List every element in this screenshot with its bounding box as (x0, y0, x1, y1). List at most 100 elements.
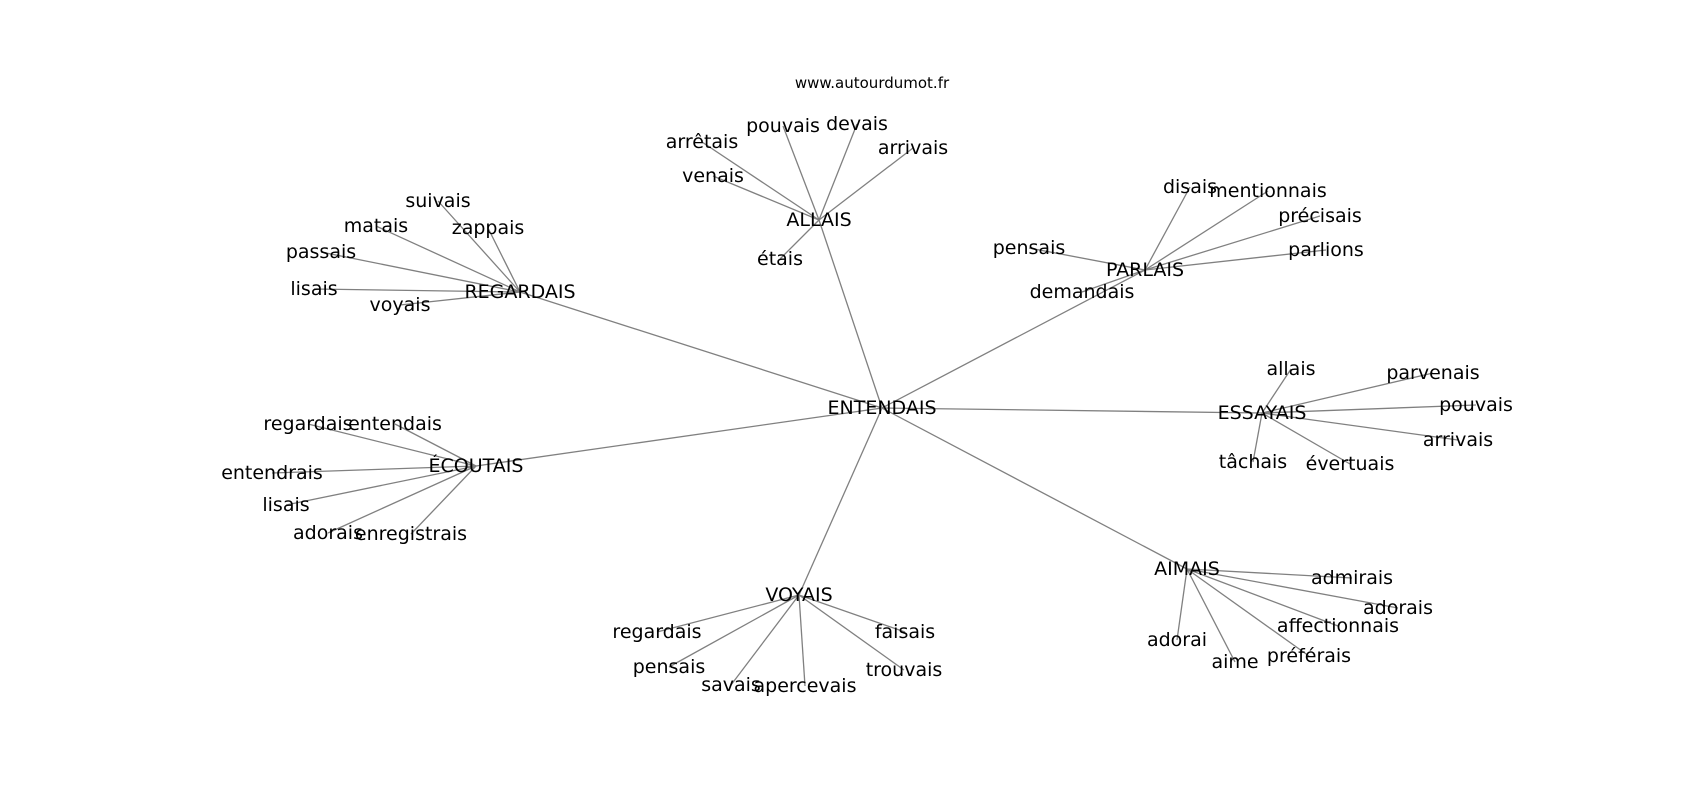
edge-hub-to-leaf (320, 251, 521, 293)
leaf-node: arrivais (1423, 429, 1493, 451)
edge-hub-to-leaf (1144, 215, 1321, 271)
hub-node: ESSAYAIS (1218, 402, 1307, 424)
leaf-node: trouvais (866, 659, 943, 681)
leaf-node: lisais (262, 494, 309, 516)
hub-node: ALLAIS (786, 209, 851, 231)
leaf-node: arrivais (878, 137, 948, 159)
edge-hub-to-leaf (782, 125, 820, 221)
leaf-node: matais (344, 215, 408, 237)
leaf-node: regardais (612, 621, 701, 643)
leaf-node: allais (1266, 358, 1315, 380)
edge-hub-to-leaf (668, 594, 800, 668)
leaf-node: venais (682, 165, 744, 187)
hub-node: REGARDAIS (464, 281, 575, 303)
edge-center-to-hub (881, 407, 1263, 414)
edge-hub-to-leaf (798, 594, 906, 633)
edge-hub-to-leaf (818, 123, 858, 221)
leaf-node: faisais (875, 621, 935, 643)
edge-hub-to-leaf (730, 594, 800, 686)
edge-hub-to-leaf (1252, 412, 1263, 463)
edge-hub-to-leaf (437, 200, 521, 293)
edge-hub-to-leaf (1261, 412, 1459, 441)
edge-hub-to-leaf (410, 465, 477, 535)
leaf-node: demandais (1030, 281, 1135, 303)
hub-node: AIMAIS (1154, 558, 1220, 580)
leaf-node: passais (286, 241, 356, 263)
edge-hub-to-leaf (798, 594, 806, 687)
source-label: www.autourdumot.fr (795, 74, 950, 92)
edge-hub-to-leaf (818, 147, 914, 221)
edge-hub-to-leaf (1176, 568, 1188, 641)
edge-center-to-hub (519, 291, 883, 409)
edge-hub-to-leaf (656, 594, 800, 633)
edge-center-to-hub (881, 269, 1146, 409)
edge-hub-to-leaf (1144, 186, 1191, 271)
edge-center-to-hub (818, 219, 883, 409)
leaf-node: disais (1163, 176, 1217, 198)
leaf-node: parvenais (1386, 362, 1479, 384)
edge-hub-to-leaf (1261, 412, 1351, 465)
edges (271, 123, 1477, 687)
hub-node: ÉCOUTAIS (429, 454, 524, 477)
leaf-node: pouvais (746, 115, 820, 137)
leaf-node: mentionnais (1209, 180, 1327, 202)
edge-hub-to-leaf (1144, 190, 1269, 271)
leaf-node: devais (826, 113, 888, 135)
edge-hub-to-leaf (1144, 249, 1327, 271)
edge-hub-to-leaf (1186, 568, 1310, 657)
leaf-node: lisais (290, 278, 337, 300)
leaf-node: étais (757, 248, 803, 270)
edge-hub-to-leaf (313, 288, 521, 293)
leaf-node: adorais (293, 522, 363, 544)
edge-hub-to-leaf (779, 219, 820, 260)
leaf-node: voyais (370, 294, 431, 316)
edge-hub-to-leaf (399, 291, 521, 306)
leaf-node: arrêtais (666, 131, 738, 153)
leaf-node: précisais (1278, 205, 1362, 227)
leaf-node: tâchais (1219, 451, 1287, 473)
edge-hub-to-leaf (487, 227, 521, 293)
edge-hub-to-leaf (1028, 247, 1146, 271)
edge-center-to-hub (798, 407, 883, 596)
hub-node: VOYAIS (765, 584, 832, 606)
edge-center-to-hub (881, 407, 1188, 570)
leaf-node: adorai (1147, 629, 1207, 651)
leaf-node: enregistrais (355, 523, 467, 545)
leaf-node: zappais (452, 217, 525, 239)
edge-hub-to-leaf (271, 465, 477, 474)
edge-hub-to-leaf (1261, 372, 1434, 414)
edge-hub-to-leaf (1081, 269, 1146, 293)
edge-hub-to-leaf (1186, 568, 1353, 579)
edge-hub-to-leaf (1186, 568, 1236, 663)
leaf-node: aime (1211, 651, 1258, 673)
edge-hub-to-leaf (1261, 368, 1292, 414)
edge-hub-to-leaf (1186, 568, 1339, 627)
center-node: ENTENDAIS (828, 397, 937, 419)
leaf-node: évertuais (1306, 453, 1395, 475)
leaf-node: pensais (993, 237, 1066, 259)
leaf-node: pouvais (1439, 394, 1513, 416)
edge-hub-to-leaf (701, 141, 820, 221)
labels: www.autourdumot.fr ENTENDAIS ALLAIS arrêta… (221, 74, 1513, 697)
leaf-node: entendrais (221, 462, 323, 484)
edge-hub-to-leaf (712, 175, 820, 221)
edge-hub-to-leaf (798, 594, 905, 671)
edge-hub-to-leaf (1186, 568, 1399, 609)
leaf-node: adorais (1363, 597, 1433, 619)
leaf-node: préférais (1267, 645, 1351, 667)
edge-hub-to-leaf (394, 423, 477, 467)
edge-hub-to-leaf (307, 423, 477, 467)
leaf-node: suivais (405, 190, 470, 212)
leaf-node: pensais (633, 656, 706, 678)
hub-node: PARLAIS (1106, 259, 1184, 281)
leaf-node: entendais (348, 413, 442, 435)
leaf-node: affectionnais (1277, 615, 1399, 637)
leaf-node: savais (701, 674, 761, 696)
edge-hub-to-leaf (375, 225, 521, 293)
edge-hub-to-leaf (285, 465, 477, 506)
edge-hub-to-leaf (327, 465, 477, 534)
leaf-node: admirais (1311, 567, 1393, 589)
leaf-node: parlions (1288, 239, 1364, 261)
edge-hub-to-leaf (1261, 404, 1477, 414)
